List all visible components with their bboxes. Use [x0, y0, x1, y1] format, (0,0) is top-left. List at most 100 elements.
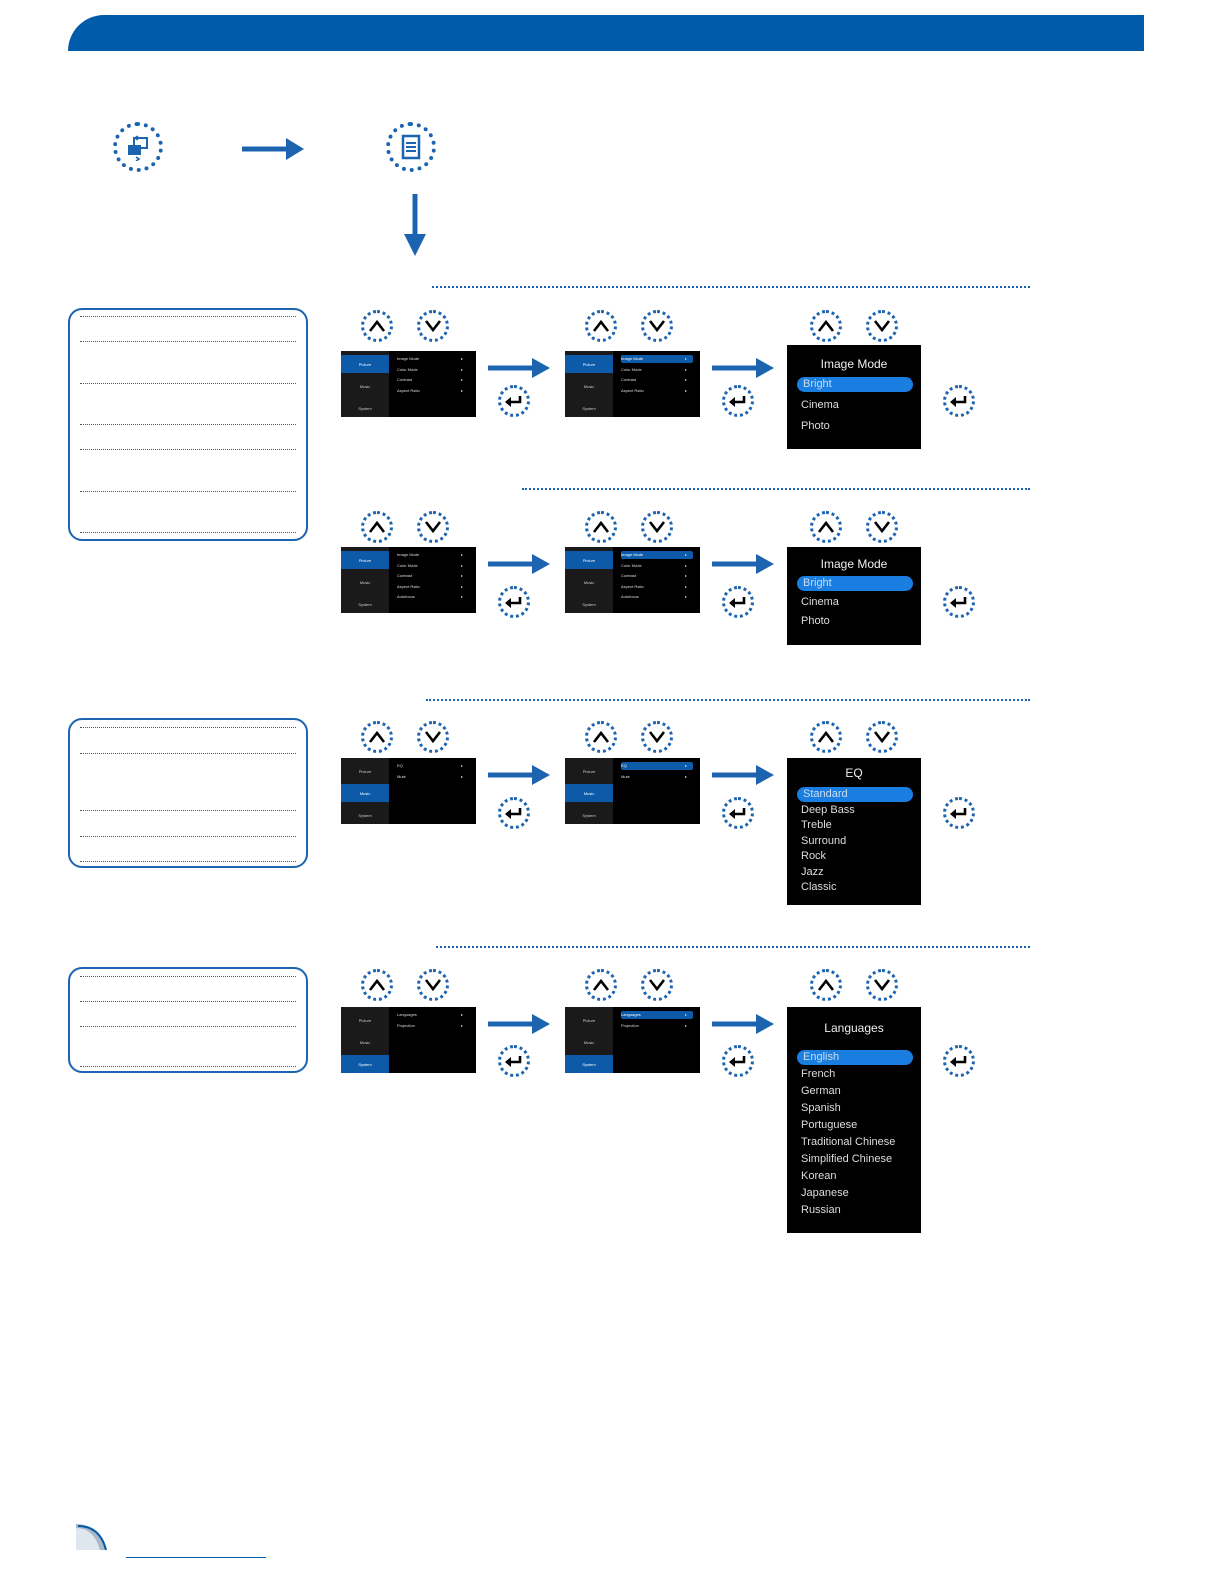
- osd-sidebar-item[interactable]: Music: [583, 383, 595, 389]
- osd-submenu-item[interactable]: Treble: [801, 819, 832, 831]
- osd-sidebar-item[interactable]: Picture: [358, 768, 372, 774]
- osd-sidebar-item[interactable]: Picture: [358, 1017, 372, 1023]
- up-chevron-icon[interactable]: [585, 721, 617, 753]
- osd-sidebar-item[interactable]: Picture: [341, 551, 389, 569]
- osd-sidebar-item[interactable]: Music: [359, 383, 371, 389]
- up-chevron-icon[interactable]: [585, 969, 617, 1001]
- osd-option[interactable]: Languages▸: [397, 1011, 469, 1019]
- osd-submenu-item[interactable]: Traditional Chinese: [801, 1136, 896, 1148]
- enter-return-icon[interactable]: [943, 797, 975, 829]
- osd-submenu-item[interactable]: Cinema: [801, 399, 839, 411]
- osd-option[interactable]: Languages▸: [621, 1011, 693, 1019]
- down-chevron-icon[interactable]: [417, 969, 449, 1001]
- osd-submenu-item[interactable]: Simplified Chinese: [801, 1153, 893, 1165]
- up-chevron-icon[interactable]: [810, 511, 842, 543]
- osd-option[interactable]: Aspect Ratio▸: [397, 387, 469, 395]
- osd-option[interactable]: Aspect Ratio▸: [621, 387, 693, 395]
- osd-option[interactable]: EQ▸: [397, 762, 469, 770]
- osd-submenu-item[interactable]: French: [801, 1068, 836, 1080]
- osd-submenu-item[interactable]: Photo: [801, 615, 830, 627]
- osd-option[interactable]: Contrast▸: [397, 376, 469, 384]
- osd-option[interactable]: Projection▸: [621, 1022, 693, 1030]
- down-chevron-icon[interactable]: [417, 511, 449, 543]
- osd-sidebar-item[interactable]: System: [582, 812, 596, 818]
- down-chevron-icon[interactable]: [641, 511, 673, 543]
- osd-submenu-item[interactable]: Bright: [797, 576, 913, 591]
- down-chevron-icon[interactable]: [866, 310, 898, 342]
- osd-option[interactable]: Autofocus▸: [621, 593, 693, 601]
- osd-sidebar-item[interactable]: Music: [565, 784, 613, 802]
- enter-return-icon[interactable]: [498, 385, 530, 417]
- down-chevron-icon[interactable]: [866, 511, 898, 543]
- enter-return-icon[interactable]: [498, 797, 530, 829]
- up-chevron-icon[interactable]: [810, 310, 842, 342]
- osd-submenu-item[interactable]: Surround: [801, 834, 847, 847]
- osd-sidebar-item[interactable]: Picture: [341, 355, 389, 373]
- up-chevron-icon[interactable]: [810, 969, 842, 1001]
- osd-option[interactable]: Aspect Ratio▸: [397, 583, 469, 591]
- osd-submenu-item[interactable]: Korean: [801, 1170, 837, 1182]
- osd-sidebar-item[interactable]: System: [358, 601, 372, 607]
- osd-option[interactable]: Mute▸: [621, 773, 693, 781]
- osd-option[interactable]: Autofocus▸: [397, 593, 469, 601]
- osd-option[interactable]: Color Mode▸: [621, 366, 693, 374]
- osd-sidebar-item[interactable]: System: [582, 405, 596, 411]
- osd-sidebar-item[interactable]: Music: [359, 1039, 371, 1045]
- osd-sidebar-item[interactable]: Music: [359, 579, 371, 585]
- osd-option[interactable]: EQ▸: [621, 762, 693, 770]
- osd-option[interactable]: Aspect Ratio▸: [621, 583, 693, 591]
- enter-return-icon[interactable]: [943, 586, 975, 618]
- enter-return-icon[interactable]: [722, 586, 754, 618]
- osd-submenu-item[interactable]: Jazz: [801, 865, 824, 878]
- osd-sidebar-item[interactable]: Picture: [582, 768, 596, 774]
- down-chevron-icon[interactable]: [417, 310, 449, 342]
- up-chevron-icon[interactable]: [361, 511, 393, 543]
- osd-sidebar-item[interactable]: System: [582, 601, 596, 607]
- osd-option[interactable]: Contrast▸: [621, 572, 693, 580]
- enter-return-icon[interactable]: [943, 385, 975, 417]
- up-chevron-icon[interactable]: [585, 310, 617, 342]
- osd-option[interactable]: Mute▸: [397, 773, 469, 781]
- down-chevron-icon[interactable]: [866, 721, 898, 753]
- osd-option[interactable]: Color Mode▸: [397, 562, 469, 570]
- osd-option[interactable]: Color Mode▸: [397, 366, 469, 374]
- down-chevron-icon[interactable]: [866, 969, 898, 1001]
- osd-submenu-item[interactable]: German: [801, 1085, 841, 1097]
- enter-return-icon[interactable]: [498, 1045, 530, 1077]
- osd-option[interactable]: Contrast▸: [397, 572, 469, 580]
- osd-option[interactable]: Image Mode▸: [621, 355, 693, 363]
- down-chevron-icon[interactable]: [641, 969, 673, 1001]
- osd-submenu-item[interactable]: Portuguese: [801, 1119, 858, 1131]
- osd-option[interactable]: Color Mode▸: [621, 562, 693, 570]
- enter-return-icon[interactable]: [722, 797, 754, 829]
- osd-option[interactable]: Contrast▸: [621, 376, 693, 384]
- menu-list-icon[interactable]: [386, 122, 436, 172]
- osd-submenu-item[interactable]: Japanese: [801, 1187, 849, 1199]
- osd-option[interactable]: Image Mode▸: [397, 551, 469, 559]
- up-chevron-icon[interactable]: [810, 721, 842, 753]
- osd-sidebar-item[interactable]: Picture: [565, 355, 613, 373]
- osd-sidebar-item[interactable]: Picture: [582, 1017, 596, 1023]
- osd-option[interactable]: Image Mode▸: [397, 355, 469, 363]
- osd-submenu-item[interactable]: Standard: [797, 787, 913, 802]
- osd-submenu-item[interactable]: Rock: [801, 850, 827, 862]
- osd-sidebar-item[interactable]: System: [358, 405, 372, 411]
- enter-return-icon[interactable]: [498, 586, 530, 618]
- osd-sidebar-item[interactable]: Music: [341, 784, 389, 802]
- up-chevron-icon[interactable]: [361, 310, 393, 342]
- osd-sidebar-item[interactable]: System: [341, 1055, 389, 1073]
- down-chevron-icon[interactable]: [417, 721, 449, 753]
- osd-submenu-item[interactable]: Russian: [801, 1204, 841, 1216]
- osd-submenu-item[interactable]: English: [797, 1050, 913, 1065]
- source-switch-icon[interactable]: [113, 122, 163, 172]
- up-chevron-icon[interactable]: [585, 511, 617, 543]
- enter-return-icon[interactable]: [722, 385, 754, 417]
- up-chevron-icon[interactable]: [361, 721, 393, 753]
- down-chevron-icon[interactable]: [641, 721, 673, 753]
- osd-submenu-item[interactable]: Photo: [801, 420, 830, 432]
- osd-submenu-item[interactable]: Classic: [801, 881, 837, 893]
- osd-option[interactable]: Image Mode▸: [621, 551, 693, 559]
- osd-sidebar-item[interactable]: System: [358, 812, 372, 818]
- enter-return-icon[interactable]: [943, 1045, 975, 1077]
- down-chevron-icon[interactable]: [641, 310, 673, 342]
